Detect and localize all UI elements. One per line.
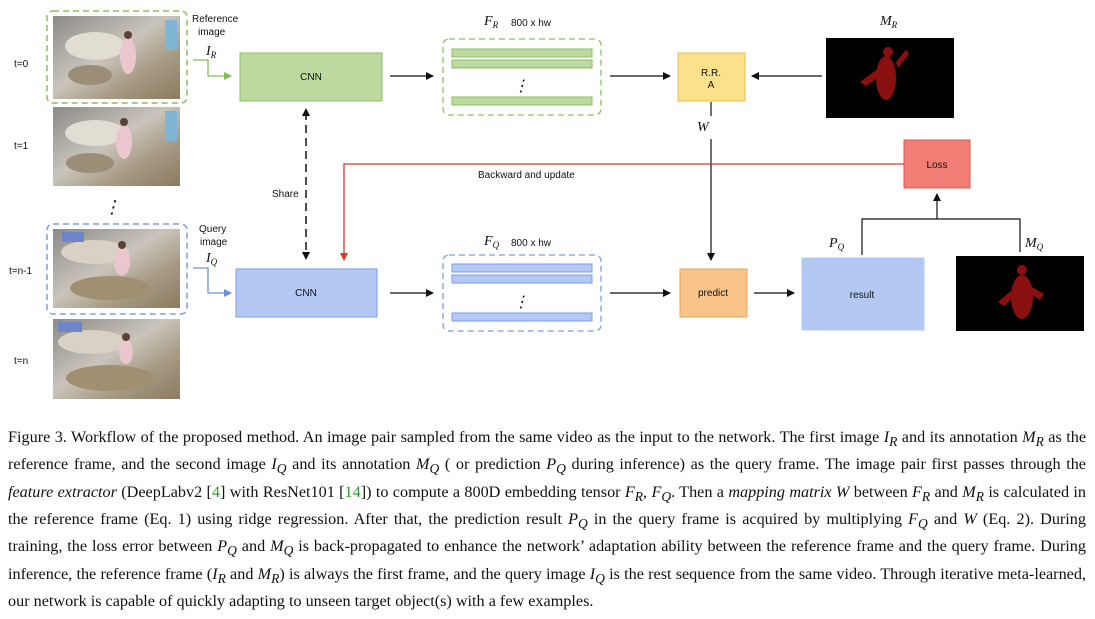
query-cnn-label: CNN <box>295 288 317 299</box>
figure-caption: Figure 3. Workflow of the proposed metho… <box>8 428 1087 610</box>
mask-ref-symbol: MR <box>879 14 898 30</box>
query-image-symbol: IQ <box>205 251 218 267</box>
mask-ref-image <box>826 38 954 118</box>
query-to-cnn-arrow <box>193 267 232 297</box>
frame-photo-tn-1 <box>53 229 180 308</box>
timestep-label: t=0 <box>14 59 29 70</box>
workflow-diagram: t=0 t=1 t=n-1 t=n ⋮ Refer <box>9 10 1084 399</box>
feature-ref-dims: 800 x hw <box>511 18 552 29</box>
reference-cnn-box <box>239 52 383 102</box>
ellipsis-dots: ⋮ <box>103 197 121 217</box>
reference-image-symbol: IR <box>205 44 217 60</box>
feature-dots: ⋮ <box>513 294 529 311</box>
loss-label: Loss <box>926 160 947 171</box>
w-label: W <box>697 120 710 135</box>
citation-link[interactable]: 14 <box>344 482 361 501</box>
query-cnn-box <box>235 268 378 318</box>
feature-row <box>451 274 593 284</box>
result-label: result <box>850 290 875 301</box>
citation-link[interactable]: 4 <box>211 482 221 501</box>
prediction-symbol: PQ <box>828 236 845 252</box>
backward-update-arrow <box>340 163 904 261</box>
query-image-label: image <box>200 237 228 248</box>
query-frame-highlight <box>46 223 188 315</box>
mask-query-symbol: MQ <box>1024 236 1044 252</box>
feature-row <box>451 48 593 58</box>
frame-photo-t0 <box>53 16 180 99</box>
reference-image-label: image <box>198 27 226 38</box>
reference-image-label: Reference <box>192 14 239 25</box>
rra-box <box>677 52 746 102</box>
feature-row <box>451 312 593 322</box>
reference-frame-highlight <box>46 10 188 104</box>
frame-photo-tn <box>53 319 180 399</box>
feature-query-symbol: FQ <box>483 234 500 250</box>
rra-label: A <box>708 80 715 91</box>
feature-query-tensor <box>442 254 602 332</box>
timestep-label: t=1 <box>14 141 29 152</box>
feature-ref-tensor <box>442 38 602 116</box>
timestep-label: t=n <box>14 356 28 367</box>
mask-query-image <box>956 256 1084 331</box>
predict-box <box>679 268 748 318</box>
feature-row <box>451 59 593 69</box>
loss-connector <box>861 218 1021 255</box>
feature-ref-symbol: FR <box>483 14 499 30</box>
feature-row <box>451 96 593 106</box>
loss-box <box>903 139 971 189</box>
feature-row <box>451 263 593 273</box>
frame-photo-t1 <box>53 107 180 186</box>
predict-label: predict <box>698 288 728 299</box>
rra-label: R.R. <box>701 68 721 79</box>
backward-update-label: Backward and update <box>478 170 575 181</box>
result-box <box>801 257 925 331</box>
feature-query-dims: 800 x hw <box>511 238 552 249</box>
feature-dots: ⋮ <box>513 78 529 95</box>
share-label: Share <box>272 189 299 200</box>
timestep-label: t=n-1 <box>9 266 33 277</box>
reference-to-cnn-arrow <box>193 59 232 80</box>
query-image-label: Query <box>199 224 226 235</box>
reference-cnn-label: CNN <box>300 72 322 83</box>
